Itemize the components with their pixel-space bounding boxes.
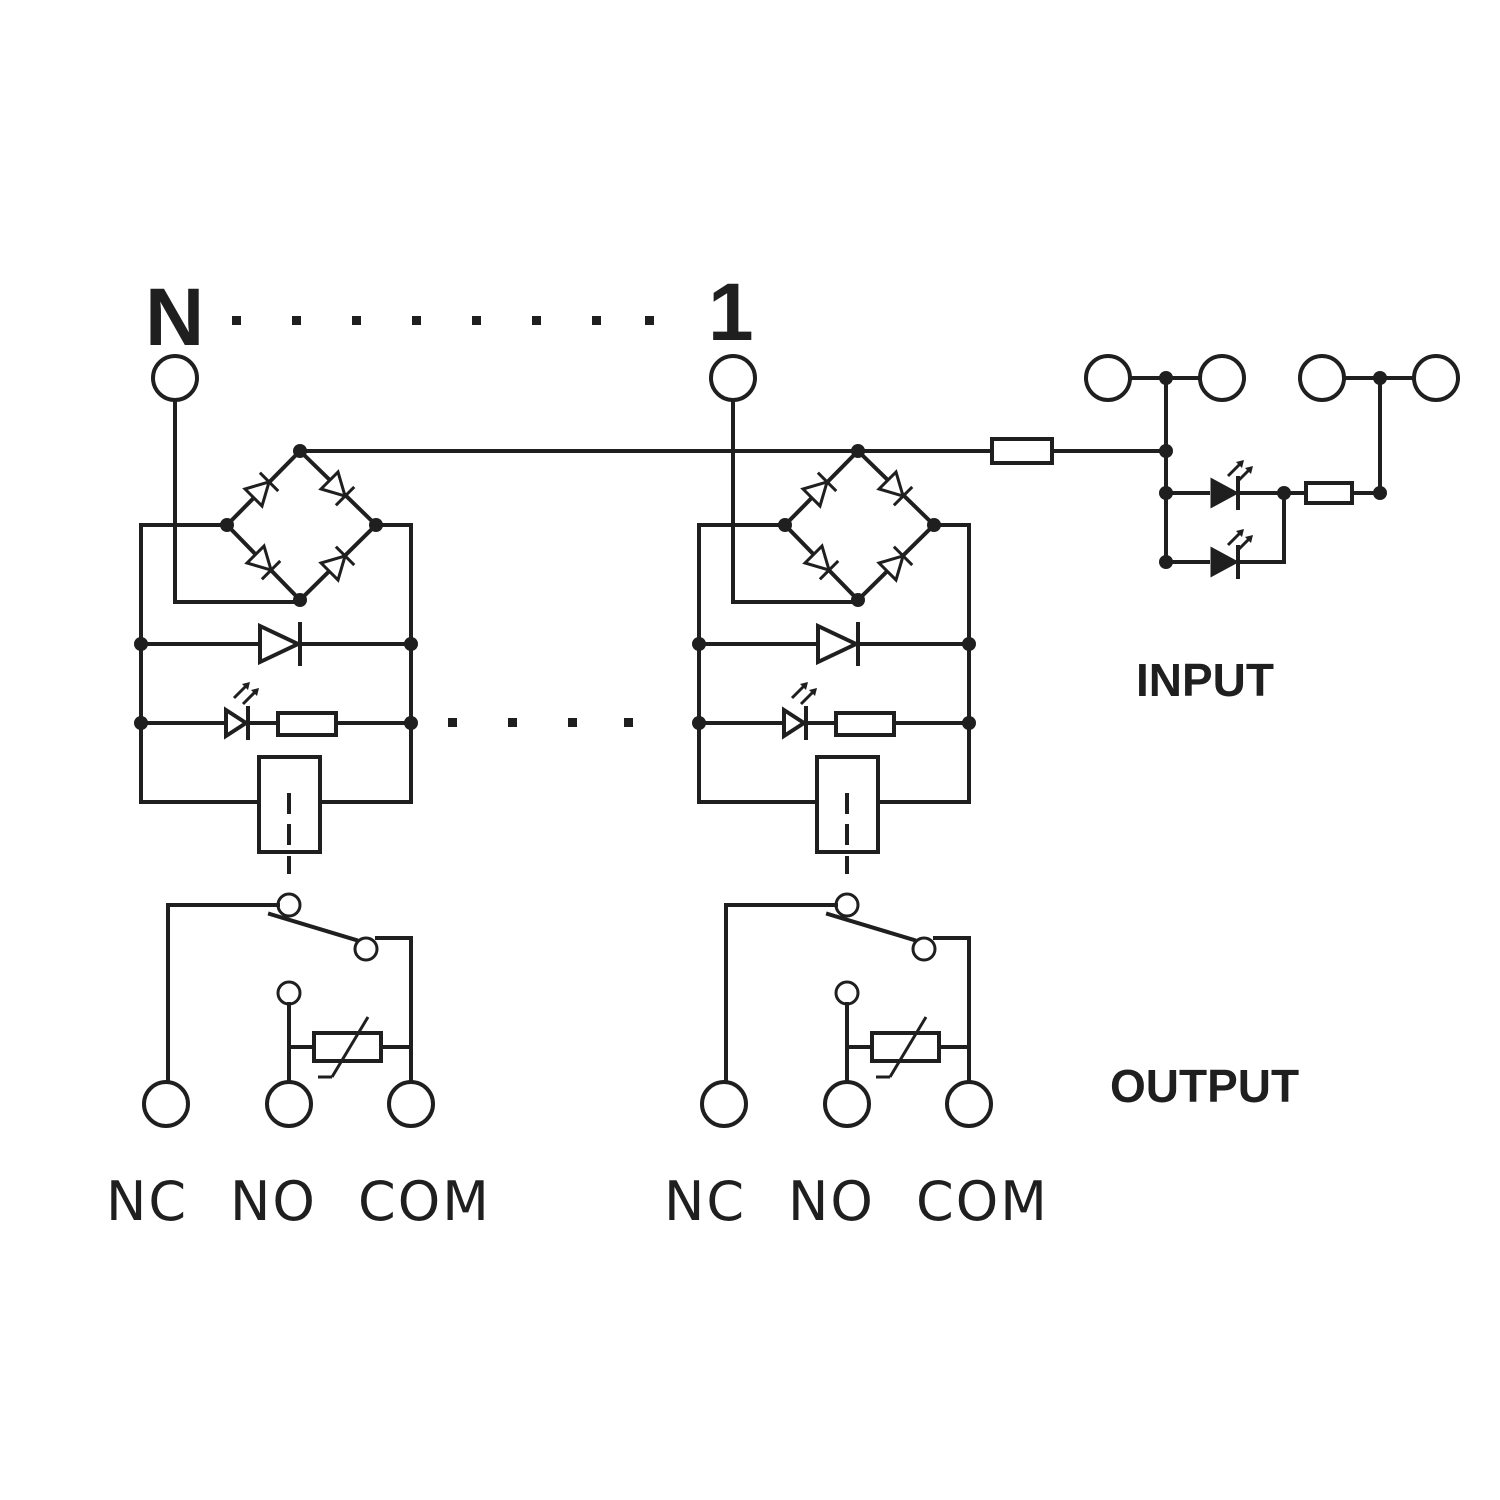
channel-ellipsis-middle bbox=[448, 718, 633, 727]
coil-terminal-1[interactable] bbox=[709, 354, 757, 402]
input-led-2-icon bbox=[1210, 527, 1255, 579]
switch-contact bbox=[911, 936, 937, 962]
no-contact bbox=[834, 980, 860, 1006]
input-led-1-icon bbox=[1210, 458, 1255, 510]
freewheel-diode-icon bbox=[816, 622, 861, 666]
no-contact bbox=[276, 980, 302, 1006]
terminal-label-com-1: COM bbox=[916, 1170, 1049, 1233]
terminal-nc-n[interactable] bbox=[142, 1080, 190, 1128]
input-terminal-1[interactable] bbox=[1084, 354, 1132, 402]
terminal-com-1[interactable] bbox=[945, 1080, 993, 1128]
terminal-label-com-n: COM bbox=[358, 1170, 491, 1233]
terminal-nc-1[interactable] bbox=[700, 1080, 748, 1128]
bridge-rectifier bbox=[778, 444, 941, 607]
bus-resistor bbox=[990, 437, 1054, 465]
input-block bbox=[1084, 354, 1460, 579]
terminal-no-n[interactable] bbox=[265, 1080, 313, 1128]
led-resistor bbox=[834, 711, 896, 737]
relay-module-n: NC NO COM bbox=[106, 354, 491, 1233]
terminal-label-nc-1: NC bbox=[664, 1170, 746, 1233]
bridge-rectifier bbox=[220, 444, 383, 607]
coil-terminal-n[interactable] bbox=[151, 354, 199, 402]
terminal-label-nc-n: NC bbox=[106, 1170, 188, 1233]
input-label: INPUT bbox=[1136, 654, 1274, 706]
switch-pivot bbox=[276, 892, 302, 918]
relay-module-1: NC NO COM bbox=[664, 354, 1049, 1233]
terminal-no-1[interactable] bbox=[823, 1080, 871, 1128]
channel-label-1: 1 bbox=[708, 267, 754, 358]
status-led-icon bbox=[782, 680, 819, 740]
terminal-label-no-1: NO bbox=[788, 1170, 875, 1233]
channel-ellipsis-top bbox=[232, 316, 654, 325]
input-terminal-3[interactable] bbox=[1298, 354, 1346, 402]
channel-label-n: N bbox=[145, 272, 204, 363]
led-resistor bbox=[276, 711, 338, 737]
terminal-label-no-n: NO bbox=[230, 1170, 317, 1233]
switch-pivot bbox=[834, 892, 860, 918]
input-terminal-2[interactable] bbox=[1198, 354, 1246, 402]
switch-contact bbox=[353, 936, 379, 962]
varistor-icon bbox=[312, 1016, 383, 1079]
varistor-icon bbox=[870, 1016, 941, 1079]
terminal-com-n[interactable] bbox=[387, 1080, 435, 1128]
output-label: OUTPUT bbox=[1110, 1060, 1299, 1112]
input-terminal-4[interactable] bbox=[1412, 354, 1460, 402]
freewheel-diode-icon bbox=[258, 622, 303, 666]
input-resistor bbox=[1304, 481, 1354, 505]
status-led-icon bbox=[224, 680, 261, 740]
common-bus bbox=[298, 437, 1168, 465]
